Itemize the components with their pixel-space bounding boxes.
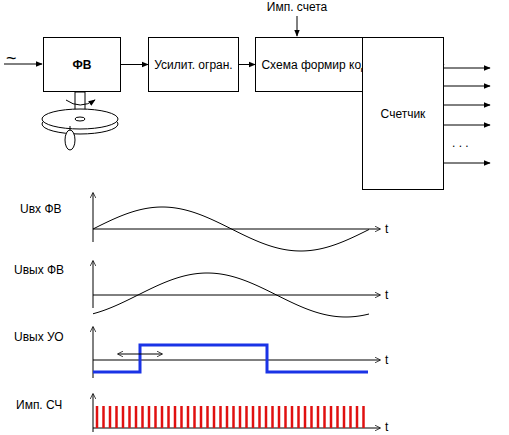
count-pulse xyxy=(362,406,365,428)
signal-label: Uвых УО xyxy=(14,330,64,344)
count-pulse xyxy=(115,406,118,428)
count-pulse xyxy=(148,406,151,428)
count-pulse xyxy=(219,406,222,428)
process-box: Усилит. огран. xyxy=(148,37,239,92)
count-pulse xyxy=(239,406,242,428)
count-pulse xyxy=(102,406,105,428)
count-pulse xyxy=(284,406,287,428)
count-pulse xyxy=(206,406,209,428)
count-pulse xyxy=(252,406,255,428)
time-axes xyxy=(93,193,380,432)
waveforms xyxy=(93,207,369,317)
count-pulse xyxy=(317,406,320,428)
count-pulse xyxy=(128,406,131,428)
count-pulse xyxy=(291,406,294,428)
count-pulse xyxy=(200,406,203,428)
count-pulse xyxy=(330,406,333,428)
signal-label: Uвых ФВ xyxy=(14,263,64,277)
process-box: Счетчик xyxy=(362,37,444,190)
count-pulse xyxy=(265,406,268,428)
signal-label: t xyxy=(385,353,388,367)
count-pulse xyxy=(154,406,157,428)
count-pulse xyxy=(343,406,346,428)
count-pulse xyxy=(180,406,183,428)
count-pulse xyxy=(141,406,144,428)
count-pulse xyxy=(122,406,125,428)
count-input-wire xyxy=(297,16,298,36)
signal-arrow xyxy=(121,64,148,65)
signal-label: . . . xyxy=(452,136,469,150)
signal-arrow xyxy=(239,64,255,65)
count-pulse xyxy=(109,406,112,428)
count-pulse xyxy=(245,406,248,428)
count-pulse xyxy=(226,406,229,428)
box-label: Счетчик xyxy=(381,107,426,121)
count-pulse xyxy=(258,406,261,428)
count-pulses xyxy=(97,406,364,428)
count-pulse xyxy=(135,406,138,428)
square-wave xyxy=(93,345,368,372)
count-pulse xyxy=(336,406,339,428)
count-pulse xyxy=(304,406,307,428)
box-label: Усилит. огран. xyxy=(154,58,232,72)
jitter-arrow xyxy=(118,354,162,355)
count-pulse xyxy=(349,406,352,428)
count-pulse xyxy=(161,406,164,428)
counter-outputs xyxy=(444,68,490,163)
count-pulse xyxy=(323,406,326,428)
count-pulse xyxy=(271,406,274,428)
signal-label: t xyxy=(385,288,388,302)
count-pulse xyxy=(213,406,216,428)
box-label: ФВ xyxy=(73,58,92,72)
count-pulse xyxy=(167,406,170,428)
signal-label: Имп. СЧ xyxy=(16,398,62,412)
rotary-drive xyxy=(42,92,118,150)
signal-label: Имп. счета xyxy=(267,0,327,14)
count-pulse xyxy=(232,406,235,428)
count-pulse xyxy=(187,406,190,428)
signal-label: t xyxy=(385,222,388,236)
input-sine xyxy=(93,207,369,251)
signal-label: Uвх ФВ xyxy=(20,202,62,216)
box-label: Схема формир кода xyxy=(261,58,374,72)
signal-label: t xyxy=(385,420,388,434)
count-pulse xyxy=(356,406,359,428)
count-pulse xyxy=(278,406,281,428)
output-sine xyxy=(93,273,369,317)
count-pulse xyxy=(193,406,196,428)
signal-label: ~ xyxy=(6,48,17,68)
count-pulse xyxy=(96,406,99,428)
count-pulse xyxy=(297,406,300,428)
count-pulse xyxy=(174,406,177,428)
process-box: ФВ xyxy=(43,37,121,92)
count-pulse xyxy=(310,406,313,428)
